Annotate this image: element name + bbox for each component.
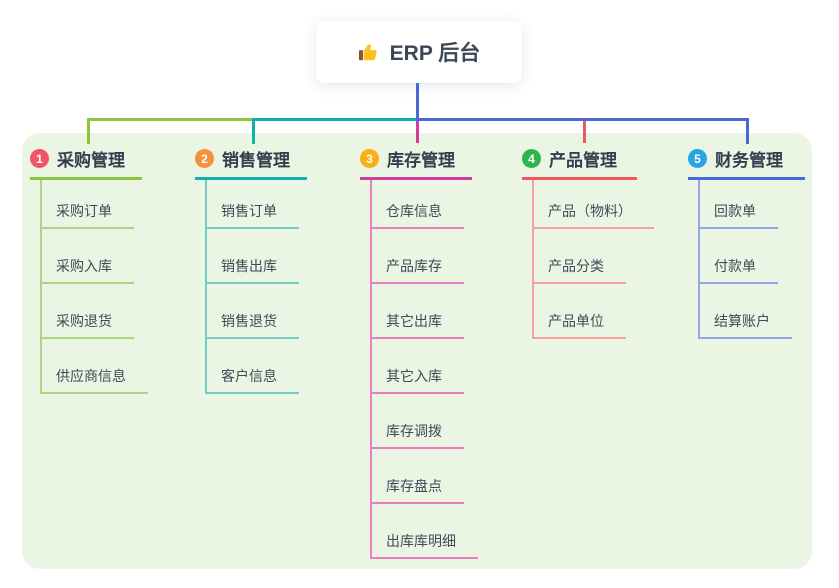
branch-sales-items: 销售订单 销售出库 销售退货 客户信息 bbox=[205, 180, 307, 394]
branch-product-header[interactable]: 4 产品管理 bbox=[522, 146, 637, 180]
node-label[interactable]: 回款单 bbox=[700, 201, 778, 229]
mindmap-node: 产品（物料） bbox=[534, 180, 654, 229]
node-label[interactable]: 采购入库 bbox=[42, 256, 134, 284]
branch-purchase-header[interactable]: 1 采购管理 bbox=[30, 146, 142, 180]
node-label[interactable]: 客户信息 bbox=[207, 366, 299, 394]
connector-drop-inventory bbox=[416, 121, 419, 143]
branch-inventory-label: 库存管理 bbox=[387, 151, 455, 170]
node-label[interactable]: 产品分类 bbox=[534, 256, 626, 284]
branch-finance-header[interactable]: 5 财务管理 bbox=[688, 146, 805, 180]
node-label[interactable]: 产品（物料） bbox=[534, 201, 654, 229]
mindmap-node: 采购入库 bbox=[42, 229, 134, 284]
node-label[interactable]: 销售订单 bbox=[207, 201, 299, 229]
connector-trunk-teal bbox=[252, 118, 419, 121]
node-label[interactable]: 产品单位 bbox=[534, 311, 626, 339]
node-label[interactable]: 付款单 bbox=[700, 256, 778, 284]
branch-number-badge: 5 bbox=[688, 149, 707, 168]
mindmap-node: 出库库明细 bbox=[372, 504, 478, 559]
branch-sales: 2 销售管理 销售订单 销售出库 销售退货 客户信息 bbox=[195, 146, 307, 394]
branch-product-label: 产品管理 bbox=[549, 151, 617, 170]
connector-drop-product bbox=[583, 121, 586, 143]
branch-product-items: 产品（物料） 产品分类 产品单位 bbox=[532, 180, 654, 339]
branch-number-badge: 4 bbox=[522, 149, 541, 168]
branch-finance-items: 回款单 付款单 结算账户 bbox=[698, 180, 805, 339]
branch-sales-header[interactable]: 2 销售管理 bbox=[195, 146, 307, 180]
branch-purchase: 1 采购管理 采购订单 采购入库 采购退货 供应商信息 bbox=[30, 146, 148, 394]
node-label[interactable]: 销售出库 bbox=[207, 256, 299, 284]
connector-trunk-blue bbox=[416, 118, 749, 121]
mindmap-node: 销售退货 bbox=[207, 284, 299, 339]
connector-drop-finance bbox=[746, 118, 749, 144]
branch-number-badge: 3 bbox=[360, 149, 379, 168]
mindmap-node: 其它出库 bbox=[372, 284, 464, 339]
connector-drop-sales bbox=[252, 118, 255, 144]
mindmap-node: 库存盘点 bbox=[372, 449, 464, 504]
root-node[interactable]: ERP 后台 bbox=[316, 21, 522, 83]
node-label[interactable]: 其它入库 bbox=[372, 366, 464, 394]
branches-panel bbox=[22, 133, 812, 569]
mindmap-node: 销售订单 bbox=[207, 180, 299, 229]
branch-number-badge: 1 bbox=[30, 149, 49, 168]
branch-inventory-header[interactable]: 3 库存管理 bbox=[360, 146, 472, 180]
node-label[interactable]: 采购退货 bbox=[42, 311, 134, 339]
thumbs-up-icon bbox=[358, 41, 380, 63]
branch-finance: 5 财务管理 回款单 付款单 结算账户 bbox=[688, 146, 805, 339]
mindmap-node: 仓库信息 bbox=[372, 180, 464, 229]
node-label[interactable]: 采购订单 bbox=[42, 201, 134, 229]
node-label[interactable]: 出库库明细 bbox=[372, 531, 478, 559]
branch-finance-label: 财务管理 bbox=[715, 151, 783, 170]
mindmap-node: 结算账户 bbox=[700, 284, 792, 339]
node-label[interactable]: 库存调拨 bbox=[372, 421, 464, 449]
branch-purchase-items: 采购订单 采购入库 采购退货 供应商信息 bbox=[40, 180, 148, 394]
branch-product: 4 产品管理 产品（物料） 产品分类 产品单位 bbox=[522, 146, 654, 339]
mindmap-node: 产品分类 bbox=[534, 229, 626, 284]
node-label[interactable]: 供应商信息 bbox=[42, 366, 148, 394]
connector-drop-purchase bbox=[87, 118, 90, 144]
mindmap-node: 库存调拨 bbox=[372, 394, 464, 449]
node-label[interactable]: 结算账户 bbox=[700, 311, 792, 339]
mindmap-node: 付款单 bbox=[700, 229, 778, 284]
mindmap-node: 产品单位 bbox=[534, 284, 626, 339]
node-label[interactable]: 产品库存 bbox=[372, 256, 464, 284]
branch-number-badge: 2 bbox=[195, 149, 214, 168]
branch-inventory-items: 仓库信息 产品库存 其它出库 其它入库 库存调拨 库存盘点 出库库明细 bbox=[370, 180, 478, 559]
mindmap-node: 采购退货 bbox=[42, 284, 134, 339]
branch-sales-label: 销售管理 bbox=[222, 151, 290, 170]
node-label[interactable]: 其它出库 bbox=[372, 311, 464, 339]
mindmap-node: 采购订单 bbox=[42, 180, 134, 229]
branch-inventory: 3 库存管理 仓库信息 产品库存 其它出库 其它入库 库存调拨 库存盘点 出库库… bbox=[360, 146, 478, 559]
node-label[interactable]: 仓库信息 bbox=[372, 201, 464, 229]
mindmap-node: 产品库存 bbox=[372, 229, 464, 284]
mindmap-node: 销售出库 bbox=[207, 229, 299, 284]
mindmap-node: 客户信息 bbox=[207, 339, 299, 394]
mindmap-node: 供应商信息 bbox=[42, 339, 148, 394]
node-label[interactable]: 销售退货 bbox=[207, 311, 299, 339]
root-node-title: ERP 后台 bbox=[389, 42, 481, 65]
branch-purchase-label: 采购管理 bbox=[57, 151, 125, 170]
mindmap-node: 其它入库 bbox=[372, 339, 464, 394]
mindmap-node: 回款单 bbox=[700, 180, 778, 229]
node-label[interactable]: 库存盘点 bbox=[372, 476, 464, 504]
connector-root-stub bbox=[416, 83, 419, 120]
